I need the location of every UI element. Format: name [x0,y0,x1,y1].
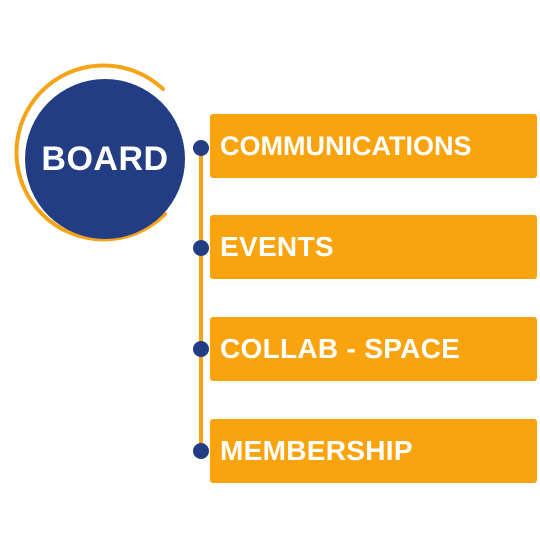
events-box: EVENTS [210,215,537,279]
connector-dot-membership [193,443,209,459]
connector-dot-events [193,240,209,256]
connector-dot-collab-space [193,341,209,357]
collab-space-label: COLLAB - SPACE [220,333,461,364]
board-label: BOARD [41,139,169,178]
board-ring [14,63,167,242]
collab-space-box: COLLAB - SPACE [210,317,537,381]
communications-label: COMMUNICATIONS [220,130,472,161]
board-node: BOARD [25,79,185,239]
events-label: EVENTS [220,231,334,262]
connector-line [199,148,203,451]
communications-box: COMMUNICATIONS [210,114,537,178]
connector-dot-communications [193,140,209,156]
membership-label: MEMBERSHIP [220,435,413,466]
membership-box: MEMBERSHIP [210,419,537,483]
